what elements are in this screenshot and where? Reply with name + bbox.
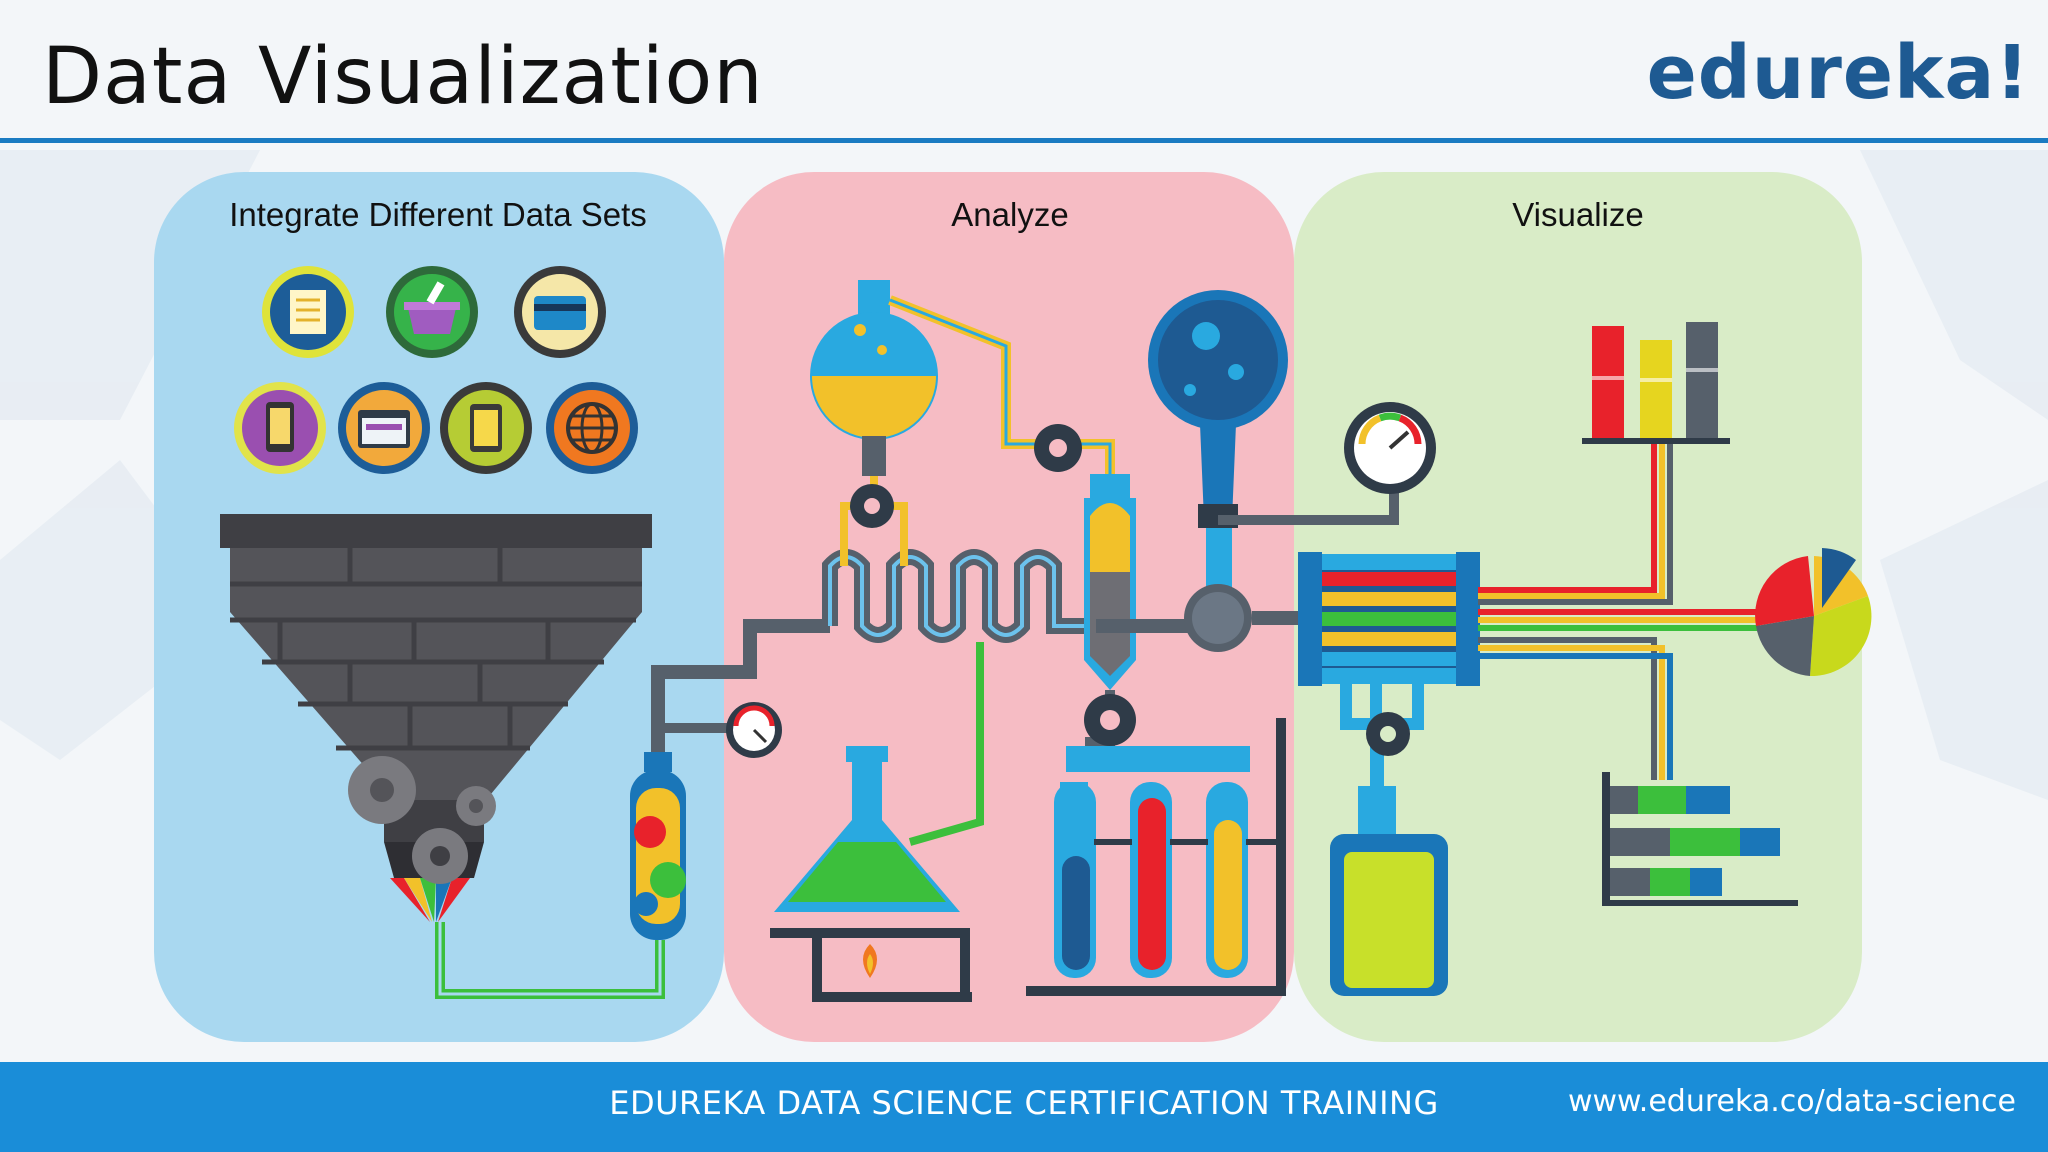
footer-url[interactable]: www.edureka.co/data-science xyxy=(1567,1084,2016,1119)
gear-icon-bottle xyxy=(1366,712,1410,756)
funnel-gear-icons xyxy=(348,756,496,884)
footer-course-title: EDUREKA DATA SCIENCE CERTIFICATION TRAIN… xyxy=(609,1084,1439,1122)
test-tube-red xyxy=(1130,782,1172,978)
gear-icon-flask xyxy=(850,484,894,528)
flame-icon xyxy=(863,944,877,978)
gear-icon-pipe xyxy=(1034,424,1082,472)
panel-label-visualize: Visualize xyxy=(1512,196,1644,233)
horizontal-bar-chart-icon xyxy=(1602,772,1798,906)
panel-label-analyze: Analyze xyxy=(951,196,1069,233)
credit-card-icon xyxy=(514,266,606,358)
document-icon xyxy=(262,266,354,358)
tablet-icon xyxy=(440,382,532,474)
round-flask-yellow xyxy=(810,280,938,476)
data-funnel xyxy=(220,514,652,922)
footer-bar: EDUREKA DATA SCIENCE CERTIFICATION TRAIN… xyxy=(0,1062,2048,1152)
title-divider xyxy=(0,138,2048,143)
pipe-tube-to-coil xyxy=(651,619,830,752)
bar-chart-icon xyxy=(1582,322,1730,444)
test-tube-blue xyxy=(1054,782,1096,978)
gear-icon-tubes xyxy=(1084,694,1136,746)
pressure-gauge-small-icon xyxy=(660,702,782,758)
pie-chart-icon xyxy=(1755,548,1872,677)
browser-window-icon xyxy=(338,382,430,474)
shopping-basket-icon xyxy=(386,266,478,358)
erlenmeyer-flask xyxy=(770,746,972,1002)
output-pipes xyxy=(1478,440,1760,780)
globe-icon xyxy=(546,382,638,474)
edureka-logo: edureka! xyxy=(1646,30,2030,116)
panel-label-integrate: Integrate Different Data Sets xyxy=(229,196,647,233)
separation-column xyxy=(1084,474,1136,690)
pressure-gauge-icon xyxy=(1344,402,1436,494)
data-merger-box xyxy=(1298,552,1480,686)
slide-title: Data Visualization xyxy=(42,32,764,122)
panel-visualize xyxy=(1294,172,1862,1042)
test-tube-yellow xyxy=(1206,782,1248,978)
smartphone-icon xyxy=(234,382,326,474)
coil-pipe xyxy=(822,549,1096,643)
mixing-tube xyxy=(630,752,686,940)
